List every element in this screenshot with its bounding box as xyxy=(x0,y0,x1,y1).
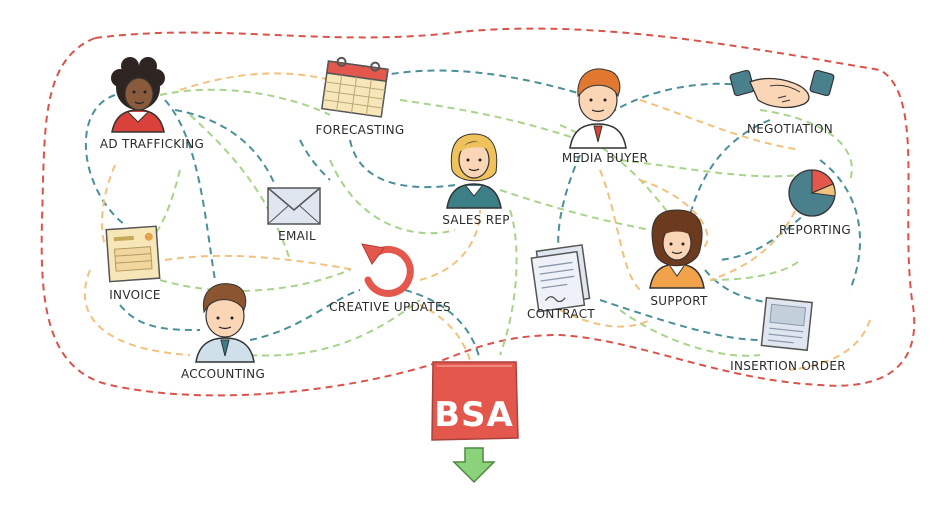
node-label-ad-trafficking: AD TRAFFICKING xyxy=(99,137,205,151)
person-dark-curly-hair-icon xyxy=(111,57,165,133)
person-brown-curly-hair-icon xyxy=(649,209,705,289)
refresh-arrow-icon xyxy=(361,243,414,297)
node-label-media-buyer: MEDIA BUYER xyxy=(561,151,649,165)
node-label-negotiation: NEGOTIATION xyxy=(746,122,834,136)
node-label-insertion-order: INSERTION ORDER xyxy=(730,359,846,373)
envelope-icon xyxy=(267,187,321,225)
node-label-accounting: ACCOUNTING xyxy=(180,367,266,381)
green-paths xyxy=(149,88,853,357)
person-red-hair-tie-icon xyxy=(569,68,627,149)
person-blonde-icon xyxy=(446,133,502,209)
calendar-icon xyxy=(320,56,389,118)
outer-boundary xyxy=(40,27,916,397)
pie-chart-icon xyxy=(788,169,836,217)
insertion-order-document-icon xyxy=(760,296,813,352)
orange-paths xyxy=(84,72,871,371)
handshake-icon xyxy=(729,69,835,109)
node-label-invoice: INVOICE xyxy=(109,288,161,302)
hub-label: BSA xyxy=(434,395,514,435)
node-label-support: SUPPORT xyxy=(650,294,708,308)
node-label-contract: CONTRACT xyxy=(526,307,596,321)
node-label-email: EMAIL xyxy=(278,229,316,243)
person-brown-hair-tie-icon xyxy=(195,283,255,363)
node-label-reporting: REPORTING xyxy=(779,223,851,237)
node-label-sales-rep: SALES REP xyxy=(442,213,510,227)
node-label-forecasting: FORECASTING xyxy=(315,123,405,137)
down-arrow-icon xyxy=(452,447,496,484)
invoice-document-icon xyxy=(105,225,161,283)
contract-document-icon xyxy=(530,244,591,313)
bsa-box-icon xyxy=(431,361,519,441)
node-label-creative-updates: CREATIVE UPDATES xyxy=(329,300,451,314)
